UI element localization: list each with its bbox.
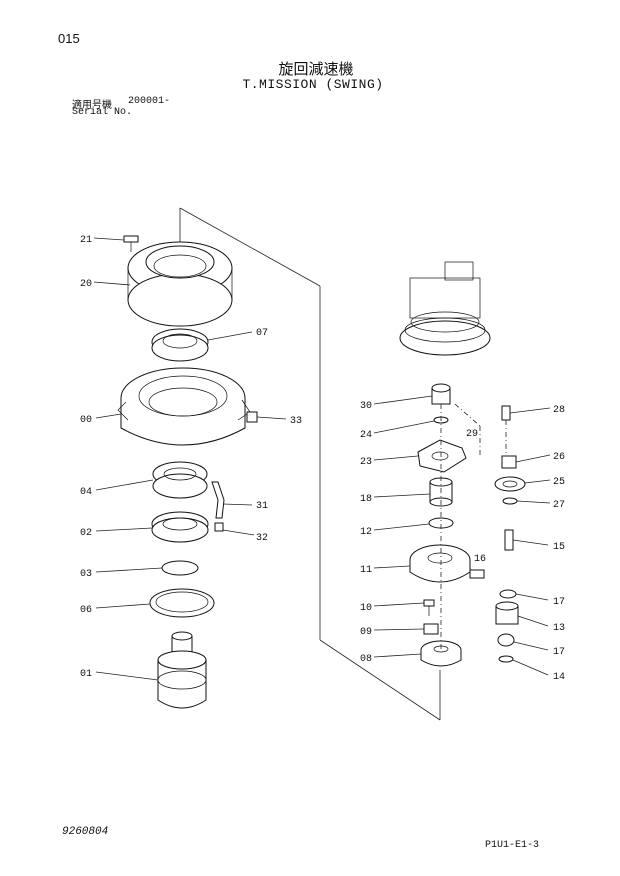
callout-06: 06 — [80, 605, 92, 616]
callout-28: 28 — [553, 405, 565, 416]
gear-30 — [431, 383, 451, 405]
serial-label-english: Serial No. — [72, 107, 133, 118]
callout-32: 32 — [256, 533, 268, 544]
carrier-23 — [417, 439, 467, 473]
callout-03: 03 — [80, 569, 92, 580]
ring-06 — [149, 588, 215, 618]
callout-29: 29 — [466, 429, 478, 440]
serial-range: 200001- — [128, 96, 171, 107]
callout-17b: 17 — [553, 647, 565, 658]
washer-27 — [502, 497, 518, 505]
thrust-washer-17b — [497, 633, 515, 647]
callout-33: 33 — [290, 416, 302, 427]
callout-14: 14 — [553, 672, 565, 683]
callout-13: 13 — [553, 623, 565, 634]
title-english: T.MISSION (SWING) — [242, 77, 384, 92]
title-japanese: 旋回減速機 — [278, 60, 354, 78]
lock-plate-09 — [423, 623, 439, 635]
callout-24: 24 — [360, 430, 372, 441]
nut-26 — [501, 455, 517, 469]
leader-lines — [93, 237, 551, 681]
page-code: P1U1-E1-3 — [485, 840, 540, 851]
callout-10: 10 — [360, 603, 372, 614]
pin-15 — [504, 529, 514, 551]
callout-30: 30 — [360, 401, 372, 412]
callout-labels: 21 20 07 00 33 04 31 02 32 03 06 01 30 2… — [80, 235, 565, 683]
callout-08: 08 — [360, 654, 372, 665]
callout-12: 12 — [360, 527, 372, 538]
callout-25: 25 — [553, 477, 565, 488]
callout-26: 26 — [553, 452, 565, 463]
gear-25 — [494, 476, 526, 492]
assembly-frame-lines — [179, 207, 441, 721]
callout-09: 09 — [360, 627, 372, 638]
plug-32 — [214, 522, 224, 532]
serial-label-japanese: 適用号機 — [72, 100, 112, 111]
page-number: 015 — [58, 31, 80, 46]
callout-17a: 17 — [553, 597, 565, 608]
bearing-04 — [152, 461, 208, 499]
housing-cover-20 — [127, 241, 233, 327]
bearing-07 — [151, 328, 209, 362]
callout-21: 21 — [80, 235, 92, 246]
callout-16: 16 — [474, 554, 486, 565]
bolt-10 — [423, 599, 435, 616]
seal-02 — [151, 511, 209, 543]
shaft-01 — [157, 631, 207, 709]
callout-31: 31 — [256, 501, 268, 512]
main-housing-00 — [117, 367, 251, 446]
callout-04: 04 — [80, 487, 92, 498]
carrier-11 — [409, 544, 471, 583]
pin-28 — [501, 405, 511, 421]
assembled-swing-motor-thumbnail — [399, 261, 491, 356]
document-number: 9260804 — [62, 826, 109, 838]
pin-16 — [469, 569, 485, 579]
callout-23: 23 — [360, 457, 372, 468]
plug-33 — [246, 411, 258, 423]
callout-15: 15 — [553, 542, 565, 553]
callout-18: 18 — [360, 494, 372, 505]
assembly-axes — [440, 403, 507, 650]
callout-01: 01 — [80, 669, 92, 680]
callout-07: 07 — [256, 328, 268, 339]
sun-gear-08 — [420, 640, 462, 667]
callout-20: 20 — [80, 279, 92, 290]
thrust-washer-17a — [499, 589, 517, 599]
callout-27: 27 — [553, 500, 565, 511]
oring-03 — [161, 560, 199, 576]
callout-11: 11 — [360, 565, 372, 576]
gear-13 — [495, 601, 519, 625]
washer-14 — [498, 655, 514, 663]
bolt-21 — [123, 235, 139, 252]
pipe-31 — [211, 481, 225, 519]
callout-02: 02 — [80, 528, 92, 539]
callout-00: 00 — [80, 415, 92, 426]
